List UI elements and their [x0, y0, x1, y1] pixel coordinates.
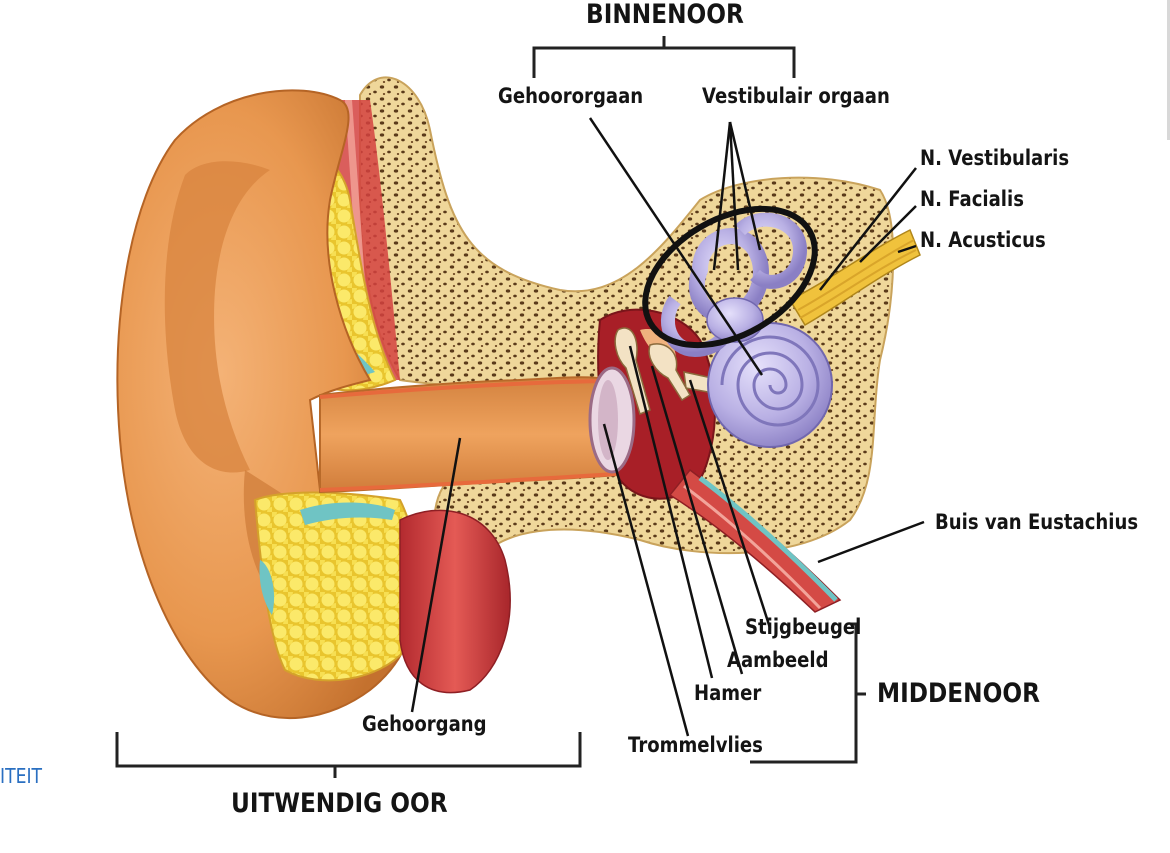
label-trommelvlies: Trommelvlies — [628, 733, 763, 757]
lower-muscle — [399, 509, 511, 694]
label-vestibulair-orgaan: Vestibulair orgaan — [702, 84, 890, 108]
incus — [648, 343, 692, 402]
label-stijgbeugel: Stijgbeugel — [745, 615, 862, 639]
label-n-acusticus: N. Acusticus — [920, 228, 1046, 252]
label-n-facialis: N. Facialis — [920, 187, 1024, 211]
label-aambeeld: Aambeeld — [727, 648, 829, 672]
label-middenoor: MIDDENOOR — [877, 678, 1040, 709]
label-gehoorgang: Gehoorgang — [362, 712, 487, 736]
cut-off-link-text[interactable]: ITEIT — [0, 764, 43, 788]
label-hamer: Hamer — [694, 681, 762, 705]
label-gehoororgaan: Gehoororgaan — [498, 84, 644, 108]
brackets — [115, 36, 866, 778]
scrollbar[interactable] — [1167, 0, 1170, 140]
label-uitwendig-oor: UITWENDIG OOR — [231, 788, 448, 819]
label-buis-van-eustachius: Buis van Eustachius — [935, 510, 1139, 534]
label-n-vestibularis: N. Vestibularis — [920, 146, 1070, 170]
semicircular-canals — [660, 212, 808, 358]
lower-fat — [253, 491, 419, 682]
vestibular-highlight-ring — [642, 205, 818, 349]
leader-lines — [410, 117, 925, 737]
label-binnenoor: BINNENOOR — [586, 0, 744, 30]
